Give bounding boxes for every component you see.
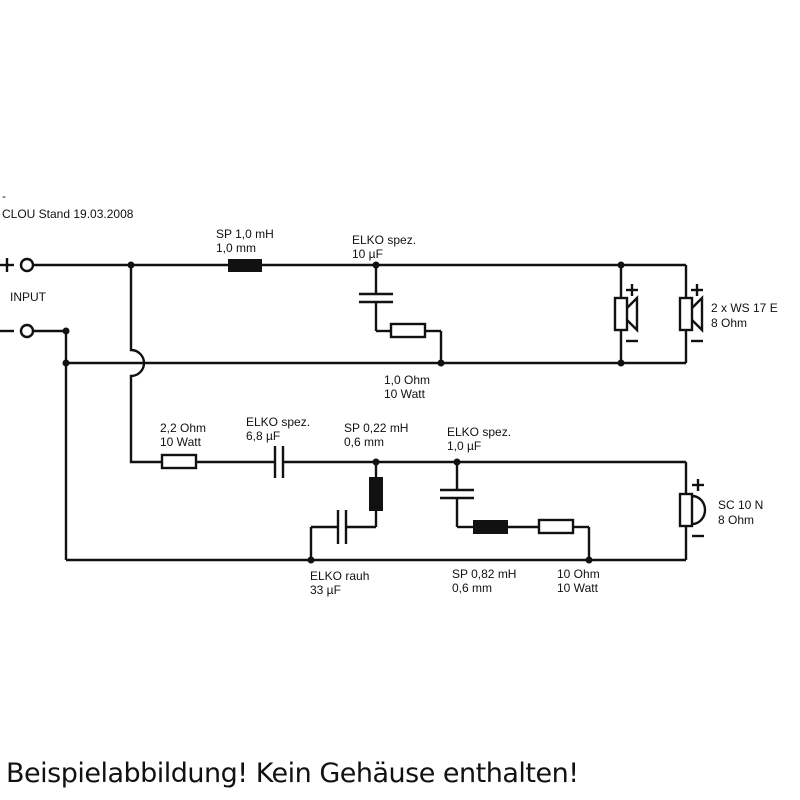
schematic-title: CLOU Stand 19.03.2008 bbox=[2, 207, 134, 221]
junction-dots bbox=[62, 261, 625, 564]
junction-dot bbox=[62, 359, 70, 367]
junction-dot bbox=[62, 327, 70, 335]
capacitor-elko1 bbox=[359, 265, 393, 333]
r2-label-1: 2,2 Ohm bbox=[160, 421, 206, 435]
sp1-label-2: 1,0 mm bbox=[216, 241, 256, 255]
input-label: INPUT bbox=[10, 290, 47, 304]
woofer-1 bbox=[613, 265, 639, 363]
junction-dot bbox=[372, 261, 380, 269]
junction-dot bbox=[127, 261, 135, 269]
r1-label-2: 10 Watt bbox=[384, 387, 426, 401]
tweeter bbox=[678, 462, 707, 560]
woofer-label-1: 2 x WS 17 E bbox=[711, 301, 778, 315]
elko2-label-2: 6,8 µF bbox=[246, 429, 280, 443]
junction-dot bbox=[437, 359, 445, 367]
input-plus-terminal bbox=[0, 257, 35, 273]
capacitor-elko2 bbox=[196, 446, 686, 478]
elko4-label-2: 33 µF bbox=[310, 583, 341, 597]
elko4-label-1: ELKO rauh bbox=[310, 569, 369, 583]
capacitor-elko3 bbox=[440, 462, 474, 529]
junction-dot bbox=[307, 556, 315, 564]
wire-crossover-hop bbox=[129, 265, 162, 464]
wire-r3 bbox=[573, 525, 591, 560]
sp2-label-2: 0,6 mm bbox=[344, 435, 384, 449]
junction-dot bbox=[617, 261, 625, 269]
sp1-label-1: SP 1,0 mH bbox=[216, 227, 274, 241]
elko1-label-1: ELKO spez. bbox=[352, 233, 416, 247]
junction-dot bbox=[453, 458, 461, 466]
sp3-label-2: 0,6 mm bbox=[452, 581, 492, 595]
elko3-label-1: ELKO spez. bbox=[447, 425, 511, 439]
inductor-sp1 bbox=[228, 259, 262, 272]
r2-label-2: 10 Watt bbox=[160, 435, 202, 449]
wire-r1 bbox=[425, 329, 443, 363]
woofer-2 bbox=[678, 265, 704, 363]
tweeter-label-1: SC 10 N bbox=[718, 498, 763, 512]
sp3-label-1: SP 0,82 mH bbox=[452, 567, 516, 581]
elko3-label-2: 1,0 µF bbox=[447, 439, 481, 453]
junction-dot bbox=[372, 458, 380, 466]
capacitor-elko4 bbox=[309, 510, 378, 560]
resistor-r2 bbox=[160, 453, 198, 470]
header-dash: - bbox=[2, 189, 6, 203]
junction-dot bbox=[617, 359, 625, 367]
tweeter-label-2: 8 Ohm bbox=[718, 513, 754, 527]
inductor-sp2 bbox=[369, 477, 383, 511]
caption: Beispielabbildung! Kein Gehäuse enthalte… bbox=[6, 758, 579, 789]
inductor-sp3 bbox=[473, 520, 508, 534]
r3-label-2: 10 Watt bbox=[557, 581, 599, 595]
elko1-label-2: 10 µF bbox=[352, 247, 383, 261]
wire-minus-rail bbox=[33, 329, 686, 562]
resistor-r3 bbox=[537, 518, 575, 535]
r1-label-1: 1,0 Ohm bbox=[384, 373, 430, 387]
resistor-r1 bbox=[389, 322, 427, 339]
sp2-label-1: SP 0,22 mH bbox=[344, 421, 408, 435]
r3-label-1: 10 Ohm bbox=[557, 567, 600, 581]
woofer-label-2: 8 Ohm bbox=[711, 316, 747, 330]
input-minus-terminal bbox=[0, 323, 35, 339]
elko2-label-1: ELKO spez. bbox=[246, 415, 310, 429]
junction-dot bbox=[585, 556, 593, 564]
